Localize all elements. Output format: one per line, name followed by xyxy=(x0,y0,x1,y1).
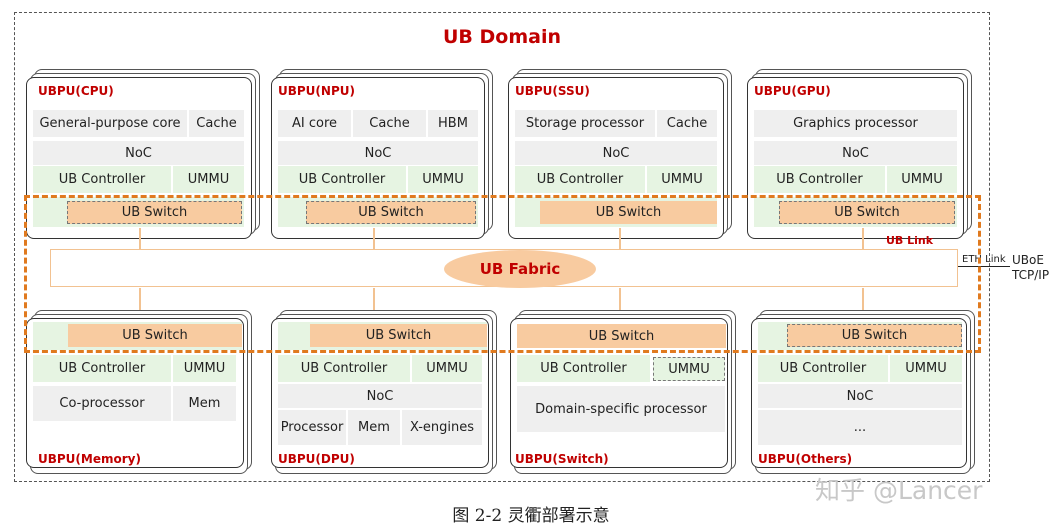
card-name: UBPU(Switch) xyxy=(515,452,609,466)
ub-controller-box: UB Controller xyxy=(33,166,171,193)
ub-switch-box: UB Switch xyxy=(68,324,242,347)
ub-switch-box: UB Switch xyxy=(310,324,487,347)
card-name: UBPU(Others) xyxy=(758,452,853,466)
watermark: 知乎 @Lancer xyxy=(815,476,983,505)
card-name: UBPU(NPU) xyxy=(278,84,355,98)
ub-controller-box: UB Controller xyxy=(278,166,406,193)
processor-box: Processor xyxy=(278,410,346,445)
storage-processor-box: Storage processor xyxy=(515,110,655,137)
cache-box: Cache xyxy=(189,110,244,137)
domain-specific-processor-box: Domain-specific processor xyxy=(517,386,725,432)
ub-domain-boundary xyxy=(14,12,990,482)
domain-title: UB Domain xyxy=(442,26,561,48)
ub-controller-box: UB Controller xyxy=(517,355,650,382)
noc-box: NoC xyxy=(754,141,957,165)
eth-link-line xyxy=(958,266,1010,267)
uboe-label: UBoE xyxy=(1012,253,1044,267)
ummu-box: UMMU xyxy=(408,166,478,193)
card-name: UBPU(Memory) xyxy=(38,452,141,466)
card-name: UBPU(CPU) xyxy=(38,84,114,98)
ummu-box: UMMU xyxy=(647,166,717,193)
cache-box: Cache xyxy=(353,110,426,137)
others-placeholder-box: ... xyxy=(758,410,962,445)
noc-box: NoC xyxy=(278,384,482,408)
ub-switch-box: UB Switch xyxy=(540,201,717,224)
ub-switch-box: UB Switch xyxy=(787,324,962,347)
ub-controller-box: UB Controller xyxy=(278,355,410,382)
tcpip-label: TCP/IP xyxy=(1012,268,1050,282)
ub-controller-box: UB Controller xyxy=(758,355,888,382)
noc-box: NoC xyxy=(758,384,962,408)
hbm-box: HBM xyxy=(428,110,478,137)
noc-box: NoC xyxy=(33,141,244,165)
ub-switch-box: UB Switch xyxy=(779,201,955,224)
ummu-box: UMMU xyxy=(173,166,244,193)
ummu-box: UMMU xyxy=(890,355,962,382)
ummu-box: UMMU xyxy=(173,355,236,382)
ai-core-box: AI core xyxy=(278,110,351,137)
ub-link-label: UB Link xyxy=(886,234,934,247)
mem-box: Mem xyxy=(348,410,400,445)
ummu-box: UMMU xyxy=(887,166,957,193)
ub-controller-box: UB Controller xyxy=(515,166,645,193)
card-name: UBPU(GPU) xyxy=(754,84,831,98)
figure-caption: 图 2-2 灵衢部署示意 xyxy=(452,506,610,526)
ub-controller-box: UB Controller xyxy=(754,166,885,193)
general-purpose-core-box: General-purpose core xyxy=(33,110,187,137)
ub-controller-box: UB Controller xyxy=(33,355,171,382)
ub-switch-box: UB Switch xyxy=(517,324,726,348)
noc-box: NoC xyxy=(515,141,717,165)
mem-box: Mem xyxy=(173,386,236,421)
noc-box: NoC xyxy=(278,141,478,165)
x-engines-box: X-engines xyxy=(402,410,482,445)
ummu-box: UMMU xyxy=(412,355,482,382)
card-name: UBPU(DPU) xyxy=(278,452,355,466)
cache-box: Cache xyxy=(657,110,717,137)
eth-link-label: ETH Link xyxy=(962,254,1006,265)
ub-switch-box: UB Switch xyxy=(67,201,242,224)
ub-switch-box: UB Switch xyxy=(306,201,476,224)
ub-fabric-label: UB Fabric xyxy=(444,250,596,288)
ub-switch-region xyxy=(24,195,981,353)
co-processor-box: Co-processor xyxy=(33,386,171,421)
ummu-box: UMMU xyxy=(653,357,725,381)
graphics-processor-box: Graphics processor xyxy=(754,110,957,137)
card-name: UBPU(SSU) xyxy=(515,84,590,98)
